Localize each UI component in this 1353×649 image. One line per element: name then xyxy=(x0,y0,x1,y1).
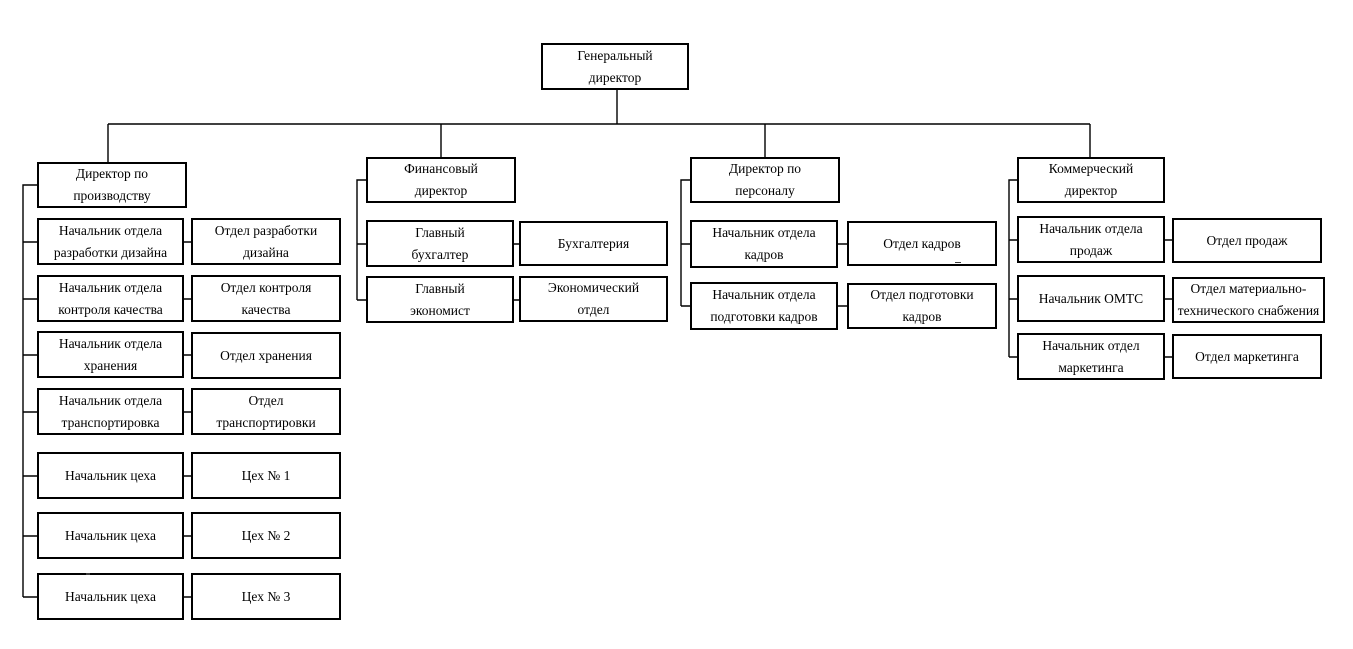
org-box-department: Цех № 2 xyxy=(191,512,341,559)
production-bracket-lines xyxy=(22,184,191,598)
org-box-manager: Главный бухгалтер xyxy=(366,220,514,267)
hr-bracket-lines xyxy=(680,179,847,307)
org-box-department: Бухгалтерия xyxy=(519,221,668,266)
org-box-department: Отдел разработки дизайна xyxy=(191,218,341,265)
org-box-department: Отдел хранения xyxy=(191,332,341,379)
org-box-manager: Начальник отдела хранения xyxy=(37,331,184,378)
org-box-manager: Начальник отдела транспортировка xyxy=(37,388,184,435)
box-general-director: Генеральный директор xyxy=(541,43,689,90)
org-box-manager: Начальник цеха xyxy=(37,512,184,559)
box-director-hr: Директор по персоналу xyxy=(690,157,840,203)
org-box-manager: Начальник ОМТС xyxy=(1017,275,1165,322)
finance-bracket-lines xyxy=(356,179,519,301)
org-box-department: Цех № 1 xyxy=(191,452,341,499)
org-box-department: Отдел транспортировки xyxy=(191,388,341,435)
org-box-department: Отдел маркетинга xyxy=(1172,334,1322,379)
org-box-department: Отдел продаж xyxy=(1172,218,1322,263)
org-box-manager: Начальник цеха xyxy=(37,573,184,620)
org-box-department: Отдел материально- технического снабжени… xyxy=(1172,277,1325,323)
box-director-commercial: Коммерческий директор xyxy=(1017,157,1165,203)
box-director-finance: Финансовый директор xyxy=(366,157,516,203)
org-box-manager: Начальник отдела кадров xyxy=(690,220,838,268)
org-box-department: Экономический отдел xyxy=(519,276,668,322)
commercial-bracket-lines xyxy=(1008,179,1172,358)
tree-trunk-lines xyxy=(107,90,1091,162)
org-box-department: Отдел подготовки кадров xyxy=(847,283,997,329)
speck-artifact xyxy=(955,262,961,263)
org-box-manager: Начальник отдел маркетинга xyxy=(1017,333,1165,380)
org-box-manager: Начальник отдела контроля качества xyxy=(37,275,184,322)
speck-artifact xyxy=(86,573,90,575)
box-director-production: Директор по производству xyxy=(37,162,187,208)
org-box-manager: Начальник цеха xyxy=(37,452,184,499)
org-box-department: Отдел контроля качества xyxy=(191,275,341,322)
org-box-manager: Начальник отдела продаж xyxy=(1017,216,1165,263)
org-box-manager: Начальник отдела разработки дизайна xyxy=(37,218,184,265)
org-box-manager: Главный экономист xyxy=(366,276,514,323)
org-box-department: Отдел кадров xyxy=(847,221,997,266)
org-box-manager: Начальник отдела подготовки кадров xyxy=(690,282,838,330)
org-box-department: Цех № 3 xyxy=(191,573,341,620)
